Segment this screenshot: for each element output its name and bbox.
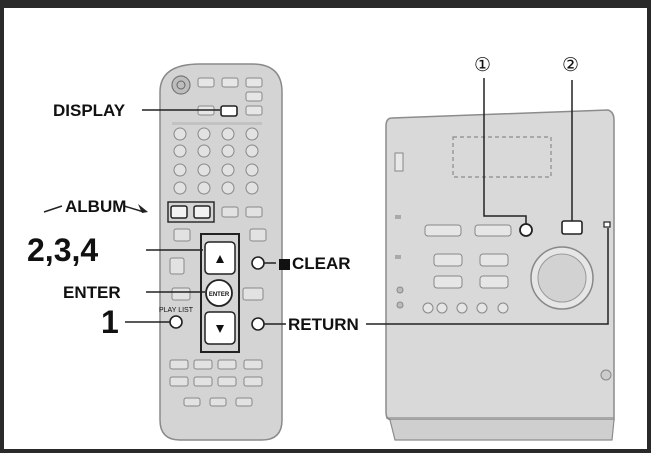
- frame-top-bar: [0, 0, 651, 8]
- callout-2-label: ②: [562, 55, 580, 76]
- remote-power-icon: [171, 75, 191, 95]
- clear-key: [251, 256, 265, 270]
- navigation-highlight: [200, 233, 240, 353]
- play-list-key: [169, 315, 183, 329]
- unit-slot-2: [561, 220, 583, 235]
- step1-label: 1: [101, 304, 119, 340]
- stop-square-icon: [279, 259, 290, 270]
- clear-label: CLEAR: [279, 255, 351, 272]
- album-prev-key: [170, 205, 188, 219]
- callout-1-label: ①: [474, 55, 492, 76]
- unit-return-indicator: [603, 221, 611, 228]
- enter-label: ENTER: [63, 283, 121, 302]
- callout1-line: [483, 78, 527, 224]
- up-arrow-icon: [216, 255, 224, 263]
- return-line-right: [366, 228, 609, 325]
- down-arrow-icon: [216, 325, 224, 333]
- unit-display-window: [452, 136, 552, 178]
- main-unit: [385, 109, 615, 441]
- album-next-key: [193, 205, 211, 219]
- enter-key-text: ENTER: [209, 292, 230, 298]
- return-key: [251, 317, 265, 331]
- album-label: ALBUM: [65, 197, 127, 216]
- display-label: DISPLAY: [53, 101, 126, 120]
- clear-label-text: CLEAR: [292, 254, 351, 273]
- remote-display-key: [220, 105, 238, 117]
- unit-button-1: [519, 223, 533, 237]
- play-list-key-text: PLAY LIST: [159, 307, 194, 314]
- enter-key: [205, 279, 233, 307]
- return-label: RETURN: [288, 315, 359, 334]
- remote-control: ENTER PLAY LIST: [159, 63, 283, 441]
- steps-label: 2,3,4: [27, 232, 99, 268]
- callout-lines: [43, 78, 609, 325]
